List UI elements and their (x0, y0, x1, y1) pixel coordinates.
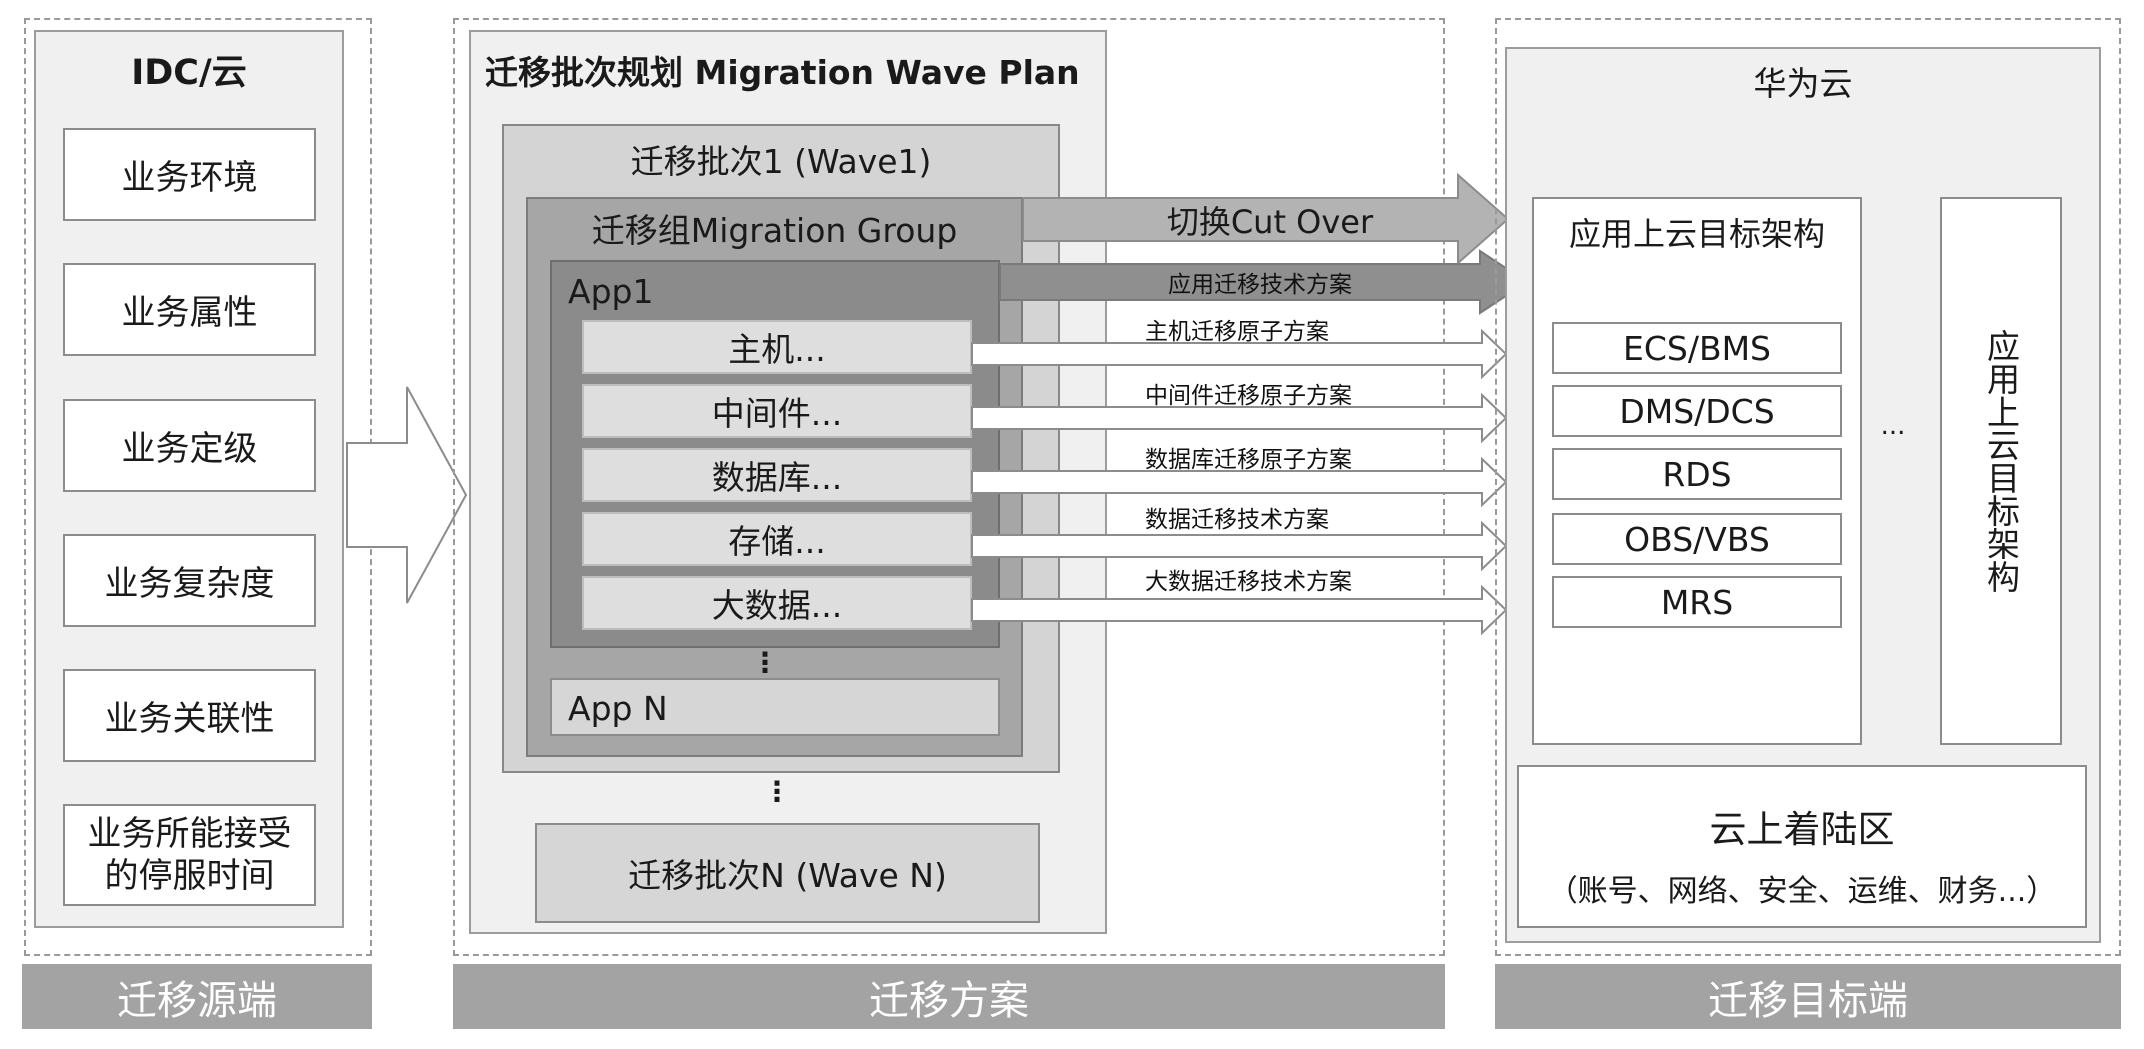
service-label: DMS/DCS (1619, 391, 1775, 431)
service-label: RDS (1662, 454, 1732, 494)
service-label: ECS/BMS (1622, 328, 1772, 368)
appN-title: App N (568, 689, 668, 728)
vertical-arch-box: 应用上云目标架构 (1940, 197, 2062, 745)
atomic-label-middleware: 中间件迁移原子方案 (1145, 383, 1352, 409)
source-title: IDC/云 (131, 53, 247, 93)
component-middleware: 中间件... (582, 384, 972, 438)
atomic-label-database: 数据库迁移原子方案 (1145, 447, 1352, 473)
atomic-label-bigdata: 大数据迁移技术方案 (1145, 569, 1352, 595)
vertical-arch-label: 应用上云目标架构 (1981, 329, 2021, 593)
source-item-4: 业务关联性 (63, 669, 316, 762)
source-footer: 迁移源端 (22, 964, 372, 1029)
component-storage: 存储... (582, 512, 972, 566)
source-item-label: 业务属性 (121, 293, 258, 333)
source-item-2: 业务定级 (63, 399, 316, 492)
service-label: OBS/VBS (1624, 519, 1770, 559)
atomic-arrow-host (971, 328, 1508, 380)
component-label: 存储... (728, 522, 826, 561)
target-title: 华为云 (1753, 64, 1853, 103)
service-rds: RDS (1552, 448, 1842, 500)
wave1-title: 迁移批次1 (Wave1) (630, 142, 932, 181)
source-item-0: 业务环境 (63, 128, 316, 221)
source-item-3: 业务复杂度 (63, 534, 316, 627)
component-database: 数据库... (582, 448, 972, 502)
cutover-arrow (1023, 174, 1510, 197)
apps-vertical-ellipsis: ⋮ (751, 645, 779, 679)
service-dms-dcs: DMS/DCS (1552, 385, 1842, 437)
plan-title: 迁移批次规划 Migration Wave Plan (485, 53, 1080, 92)
source-item-1: 业务属性 (63, 263, 316, 356)
atomic-arrow-bigdata (971, 584, 1508, 636)
component-label: 大数据... (711, 586, 843, 625)
source-item-label: 业务关联性 (104, 699, 275, 739)
service-ecs-bms: ECS/BMS (1552, 322, 1842, 374)
landing-zone-subtitle: （账号、网络、安全、运维、财务...） (1547, 874, 2057, 909)
app1-title: App1 (568, 272, 654, 311)
arch-ellipsis: ... (1880, 411, 1906, 441)
component-bigdata: 大数据... (582, 576, 972, 630)
big-transition-arrow (346, 386, 468, 604)
source-item-label: 业务复杂度 (104, 564, 275, 604)
target-footer: 迁移目标端 (1495, 964, 2121, 1029)
arch-title: 应用上云目标架构 (1568, 215, 1825, 253)
atomic-arrow-database (971, 456, 1508, 508)
cutover-arrow-shape (1022, 172, 1510, 266)
target-dashed-region (1495, 18, 2121, 956)
app-migration-label: 应用迁移技术方案 (1168, 272, 1352, 298)
source-item-5: 业务所能接受的停服时间 (63, 804, 316, 906)
migration-group-title: 迁移组Migration Group (591, 211, 958, 250)
landing-zone-title: 云上着陆区 (1709, 808, 1895, 851)
waveN-box: 迁移批次N (Wave N) (535, 823, 1040, 923)
plan-footer: 迁移方案 (453, 964, 1445, 1029)
component-host: 主机... (582, 320, 972, 374)
app-migration-arrow (999, 249, 1529, 315)
atomic-label-host: 主机迁移原子方案 (1145, 319, 1329, 345)
component-label: 数据库... (711, 458, 843, 497)
source-item-label: 业务所能接受的停服时间 (87, 814, 292, 896)
landing-zone-box: 云上着陆区 （账号、网络、安全、运维、财务...） (1517, 765, 2087, 928)
appN-box: App N (550, 678, 1000, 736)
service-mrs: MRS (1552, 576, 1842, 628)
cutover-label: 切换Cut Over (1166, 202, 1374, 241)
atomic-arrow-data (971, 520, 1508, 572)
service-obs-vbs: OBS/VBS (1552, 513, 1842, 565)
component-label: 主机... (728, 330, 826, 369)
atomic-arrow-middleware (971, 392, 1508, 444)
waves-vertical-ellipsis: ⋮ (763, 774, 791, 808)
service-label: MRS (1660, 582, 1734, 622)
source-item-label: 业务定级 (121, 429, 258, 469)
waveN-title: 迁移批次N (Wave N) (628, 856, 947, 895)
source-item-label: 业务环境 (121, 158, 258, 198)
component-label: 中间件... (711, 394, 843, 433)
atomic-label-data: 数据迁移技术方案 (1145, 507, 1329, 533)
